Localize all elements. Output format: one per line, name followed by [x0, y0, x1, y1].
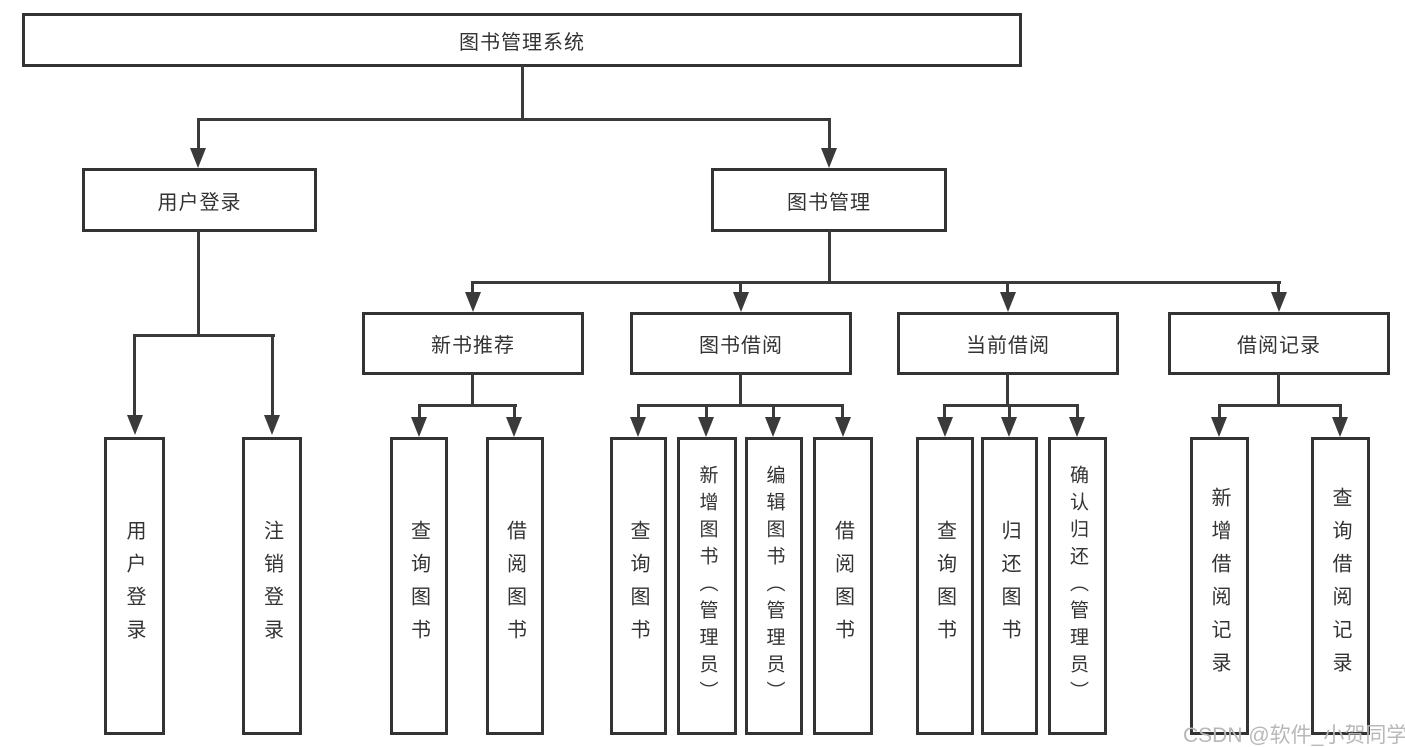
arrowhead-down-icon [765, 417, 781, 437]
leaf-label: 编辑图书（管理员） [763, 464, 785, 708]
arrowhead-down-icon [127, 415, 143, 435]
connector-line-v [133, 334, 136, 418]
connector-line-v [418, 404, 421, 418]
node-current-borrowing: 当前借阅 [897, 312, 1119, 375]
arrowhead-down-icon [698, 417, 714, 437]
leaf-label: 注销登录 [260, 520, 283, 652]
node-book-management: 图书管理 [711, 168, 947, 232]
arrowhead-down-icon [1069, 417, 1085, 437]
connector-line-v [1076, 404, 1079, 418]
connector-line-v [739, 281, 742, 294]
connector-line-v [197, 230, 200, 337]
leaf-label: 查询图书 [627, 520, 649, 652]
connector-line-v [1006, 373, 1009, 407]
connector-line-v [1277, 281, 1280, 294]
connector-line-v [197, 118, 200, 151]
connector-line-v [772, 404, 775, 418]
connector-line-v [471, 281, 474, 294]
leaf-label: 查询图书 [407, 520, 430, 652]
connector-line-h [943, 404, 1079, 407]
csdn-watermark: CSDN @软件_小贺同学 [1183, 724, 1405, 747]
node-label: 图书管理 [787, 191, 871, 214]
connector-line-h [1218, 404, 1342, 407]
leaf-label: 用户登录 [123, 520, 145, 652]
node-label: 图书管理系统 [459, 31, 585, 54]
connector-line-h [637, 404, 844, 407]
leaf-edit-book-admin: 编辑图书（管理员） [745, 437, 803, 735]
arrowhead-down-icon [1271, 292, 1287, 312]
arrowhead-down-icon [1000, 292, 1016, 312]
leaf-user-login: 用户登录 [104, 437, 165, 735]
connector-line-v [828, 230, 831, 284]
connector-line-v [705, 404, 708, 418]
leaf-label: 查询借阅记录 [1329, 487, 1351, 685]
arrowhead-down-icon [630, 417, 646, 437]
arrowhead-down-icon [835, 417, 851, 437]
connector-line-v [1008, 404, 1011, 418]
arrowhead-down-icon [1211, 417, 1227, 437]
connector-line-h [133, 334, 275, 337]
leaf-confirm-return-admin: 确认归还（管理员） [1048, 437, 1107, 735]
connector-line-v [943, 404, 946, 418]
connector-line-v [828, 118, 831, 151]
leaf-borrow-books-borrowing: 借阅图书 [813, 437, 873, 735]
node-label: 当前借阅 [966, 335, 1050, 357]
connector-line-v [521, 65, 524, 121]
leaf-return-book: 归还图书 [981, 437, 1038, 735]
leaf-label: 新增借阅记录 [1208, 487, 1230, 685]
arrowhead-down-icon [506, 417, 522, 437]
leaf-label: 新增图书（管理员） [696, 464, 718, 708]
leaf-query-borrow-record: 查询借阅记录 [1311, 437, 1370, 735]
connector-line-h [418, 404, 517, 407]
connector-line-h [471, 281, 1281, 284]
arrowhead-down-icon [465, 292, 481, 312]
connector-line-v [1006, 281, 1009, 294]
node-borrowing-records: 借阅记录 [1168, 312, 1390, 375]
leaf-add-borrow-record: 新增借阅记录 [1190, 437, 1249, 735]
leaf-label: 查询图书 [933, 520, 956, 652]
leaf-query-books-borrowing: 查询图书 [610, 437, 667, 735]
leaf-label: 确认归还（管理员） [1067, 464, 1088, 708]
arrowhead-down-icon [1332, 417, 1348, 437]
node-book-borrowing: 图书借阅 [630, 312, 852, 375]
node-label: 图书借阅 [699, 335, 783, 357]
node-label: 新书推荐 [431, 335, 515, 357]
leaf-query-books-recommend: 查询图书 [390, 437, 448, 735]
connector-line-v [1218, 404, 1221, 418]
arrowhead-down-icon [937, 417, 953, 437]
leaf-label: 借阅图书 [831, 520, 854, 652]
connector-line-v [471, 373, 474, 407]
arrowhead-down-icon [733, 292, 749, 312]
connector-line-h [197, 118, 831, 121]
leaf-borrow-books-recommend: 借阅图书 [486, 437, 544, 735]
connector-line-v [1339, 404, 1342, 418]
connector-line-v [841, 404, 844, 418]
arrowhead-down-icon [821, 148, 837, 168]
node-label: 用户登录 [157, 191, 242, 214]
node-user-login: 用户登录 [82, 168, 317, 232]
node-label: 借阅记录 [1237, 335, 1321, 357]
leaf-label: 归还图书 [998, 520, 1020, 652]
connector-line-v [1277, 373, 1280, 407]
connector-line-v [513, 404, 516, 418]
node-library-system: 图书管理系统 [22, 13, 1022, 67]
leaf-query-books-current: 查询图书 [916, 437, 974, 735]
arrowhead-down-icon [411, 417, 427, 437]
connector-line-v [637, 404, 640, 418]
leaf-add-book-admin: 新增图书（管理员） [677, 437, 737, 735]
leaf-logout: 注销登录 [242, 437, 302, 735]
arrowhead-down-icon [264, 415, 280, 435]
connector-line-v [739, 373, 742, 407]
leaf-label: 借阅图书 [503, 520, 526, 652]
arrowhead-down-icon [1001, 417, 1017, 437]
arrowhead-down-icon [190, 148, 206, 168]
node-new-book-recommend: 新书推荐 [362, 312, 584, 375]
connector-line-v [271, 334, 274, 418]
